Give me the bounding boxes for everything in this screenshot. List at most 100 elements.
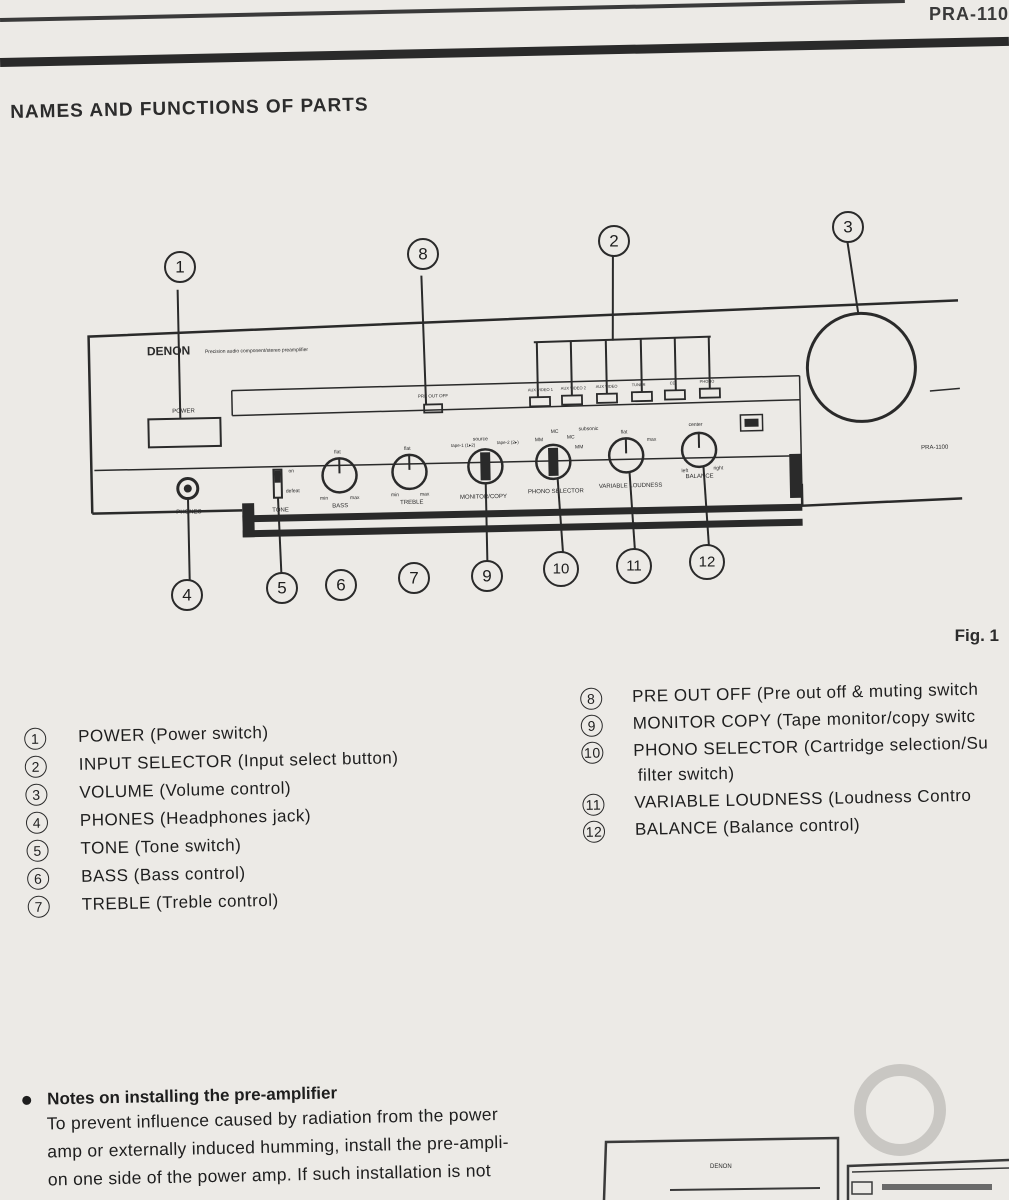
label-bass-max: max — [350, 495, 360, 501]
callout-7 — [398, 562, 430, 594]
label-treble-flat: flat — [404, 446, 411, 452]
bass-knob-icon — [321, 457, 358, 494]
label-phones: PHONES — [176, 509, 201, 516]
callout-label-7: 7 — [409, 569, 418, 588]
label-tape1: tape-1 (1▸2) — [451, 443, 476, 449]
part-number: 4 — [25, 811, 49, 834]
installation-notes: Notes on installing the pre-amplifier To… — [22, 1077, 624, 1194]
callout-label-3: 3 — [843, 218, 852, 237]
label-treble-max: max — [420, 491, 430, 497]
callout-2 — [598, 225, 630, 257]
callout-3 — [832, 211, 864, 243]
label-left: left — [681, 468, 688, 474]
label-mm: MM — [535, 437, 543, 443]
label-tone-on: on — [288, 468, 294, 474]
part-description: BASS (Bass control) — [80, 863, 246, 886]
label-mm-2: MM — [575, 444, 583, 450]
callout-label-6: 6 — [336, 576, 345, 595]
part-description: POWER (Power switch) — [77, 722, 269, 746]
notes-body: To prevent influence caused by radiation… — [46, 1097, 624, 1193]
part-number: 5 — [26, 839, 49, 862]
ring-icon — [854, 1064, 946, 1156]
label-bass-flat: flat — [334, 449, 341, 455]
label-treble-min: min — [391, 492, 399, 498]
label-subsonic: subsonic — [579, 426, 599, 432]
label-mc-2: MC — [567, 434, 575, 440]
label-variable-loudness: VARIABLE LOUDNESS — [599, 483, 663, 490]
label-input-3: AUX VIDEO — [596, 384, 618, 389]
page-title: NAMES AND FUNCTIONS OF PARTS — [10, 94, 369, 123]
label-input-1: AUX VIDEO 1 — [528, 387, 554, 393]
part-description: VOLUME (Volume control) — [79, 778, 292, 802]
callout-label-12: 12 — [699, 554, 716, 571]
label-loudness-flat: flat — [621, 429, 628, 435]
label-phono-selector: PHONO SELECTOR — [528, 488, 585, 495]
callout-label-9: 9 — [482, 567, 491, 586]
part-number: 12 — [582, 820, 606, 843]
callout-5 — [266, 572, 298, 604]
figure-caption: Fig. 1 — [954, 626, 999, 645]
label-loudness-max: max — [647, 437, 657, 443]
part-number: 10 — [581, 741, 604, 764]
front-panel-diagram: 1 2 3 4 5 6 7 8 9 10 11 12 DENON Precisi… — [87, 211, 963, 611]
callout-10 — [543, 551, 579, 587]
label-balance: BALANCE — [686, 474, 714, 481]
parts-list-right: 8 PRE OUT OFF (Pre out off & muting switc… — [580, 679, 1009, 848]
callout-label-11: 11 — [626, 558, 642, 575]
callout-11 — [616, 548, 652, 584]
callout-6 — [325, 569, 357, 601]
loudness-knob-icon — [607, 437, 645, 474]
callout-label-10: 10 — [553, 561, 570, 578]
callout-label-1: 1 — [175, 258, 184, 277]
label-input-5: CD — [670, 380, 676, 385]
header-rule-thin — [0, 0, 905, 22]
label-mc: MC — [551, 429, 559, 435]
part-number: 11 — [582, 793, 605, 816]
part-number: 7 — [27, 895, 50, 918]
label-bass-min: min — [320, 496, 328, 502]
installation-illustration: DENON — [602, 1064, 1009, 1200]
label-bass: BASS — [332, 503, 348, 509]
part-number: 3 — [25, 783, 48, 806]
label-tone-defeat: defeat — [286, 488, 301, 494]
callout-4 — [171, 579, 203, 611]
callout-1 — [164, 251, 196, 283]
part-description: TONE (Tone switch) — [80, 835, 242, 858]
label-monitor-copy: MONITOR/COPY — [460, 494, 507, 501]
treble-knob-icon — [391, 453, 428, 491]
part-number: 2 — [24, 755, 48, 778]
callout-8 — [407, 238, 439, 270]
label-source: source — [473, 436, 488, 442]
callout-label-8: 8 — [418, 245, 427, 264]
panel-model: PRA-1100 — [921, 445, 949, 452]
callout-12 — [689, 544, 725, 580]
label-right: right — [713, 465, 723, 471]
part-number: 1 — [24, 727, 47, 750]
label-tape2: tape-2 (2▸) — [497, 440, 519, 445]
part-description: BALANCE (Balance control) — [634, 815, 861, 839]
callout-9 — [471, 560, 503, 592]
label-input-2: AUX VIDEO 2 — [561, 385, 587, 391]
callout-label-2: 2 — [609, 232, 618, 251]
label-power: POWER — [172, 408, 195, 414]
part-number: 9 — [580, 714, 604, 737]
part-number: 8 — [580, 687, 603, 710]
callout-label-5: 5 — [277, 579, 286, 598]
label-input-4: TUNER — [632, 382, 646, 387]
header-rule-thick — [0, 36, 1009, 67]
label-pre-out-off: PRE OUT OFF — [418, 393, 449, 399]
illustration-brand: DENON — [710, 1164, 732, 1170]
label-tone: TONE — [272, 507, 289, 513]
label-input-6: PHONO — [700, 379, 715, 384]
phono-knob-icon — [535, 443, 572, 481]
balance-knob-icon — [680, 431, 718, 469]
panel-brand: DENON — [147, 343, 191, 358]
model-tag: PRA-110 — [928, 4, 1009, 24]
panel-tagline: Precision audio component/stereo preampl… — [205, 347, 309, 355]
part-description: PHONES (Headphones jack) — [79, 806, 312, 830]
part-description: PRE OUT OFF (Pre out off & muting switch — [631, 679, 979, 706]
callout-label-4: 4 — [182, 586, 191, 605]
bullet-icon — [22, 1095, 32, 1105]
label-treble: TREBLE — [400, 500, 423, 506]
